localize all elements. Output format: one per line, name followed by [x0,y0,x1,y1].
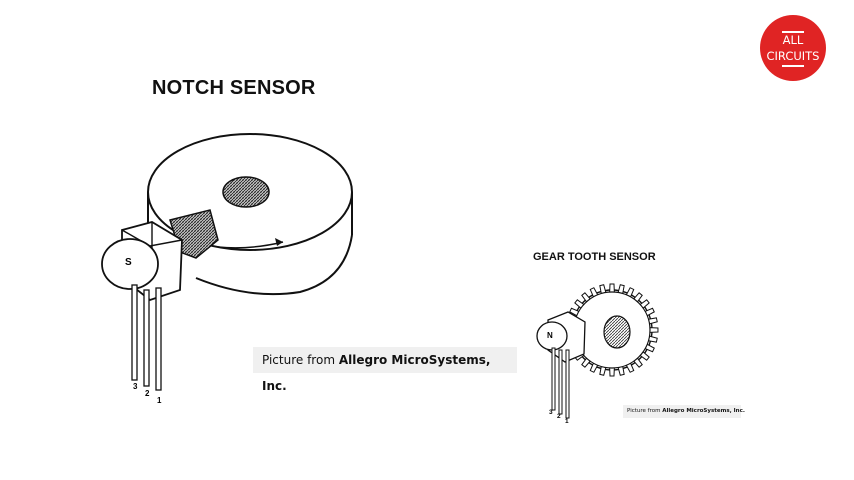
gear-sensor-diagram [536,283,659,419]
disc-center-hole [222,176,270,208]
gear-sensor-title: GEAR TOOTH SENSOR [533,251,656,263]
notch-picture-credit: Picture from Allegro MicroSystems, Inc. [253,347,517,393]
gear-picture-credit: Picture from Allegro MicroSystems, Inc. [623,405,745,418]
gear-hub-hole [603,315,631,349]
gear-tooth [609,283,615,293]
gear-pin-3: 3 [549,409,553,416]
notch-credit-source: Allegro MicroSystems, Inc. [262,353,491,393]
logo-top-rule [782,31,804,33]
all-circuits-logo: ALL CIRCUITS [760,15,826,81]
notch-credit-prefix: Picture from [262,353,336,367]
notch-sensor-face [101,238,159,290]
gear-sensor-letter: N [547,331,553,340]
notch-sensor-diagram [101,133,353,391]
notch-sensor-letter: S [125,257,132,268]
logo-line-1: ALL [782,33,804,47]
gear-tooth [649,327,659,333]
logo-bottom-rule [782,65,804,67]
notch-sensor-title: NOTCH SENSOR [152,77,316,99]
notch-sensor-pins [131,284,162,391]
rotation-arrow-head [275,238,283,246]
notch-pin-3: 3 [133,382,138,391]
gear-credit-prefix: Picture from [627,408,661,414]
logo-line-2: CIRCUITS [766,49,820,63]
gear-pin-2: 2 [557,413,561,420]
gear-tooth [609,367,615,377]
notch-pin-2: 2 [145,389,150,398]
disc-bottom-edge [195,234,353,296]
notch-pin-1: 1 [157,396,162,405]
gear-pin-1: 1 [565,418,569,425]
gear-sensor-pins [551,347,570,419]
gear-credit-source: Allegro MicroSystems, Inc. [662,408,745,414]
